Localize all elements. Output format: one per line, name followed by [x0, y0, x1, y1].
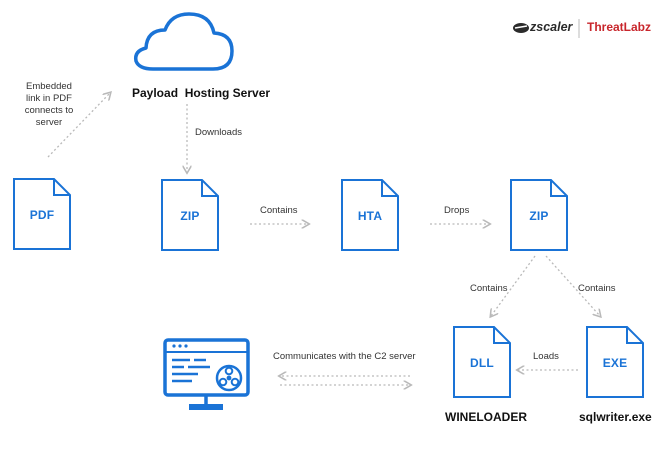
threatlabz-logo-text: ThreatLabz	[587, 20, 652, 34]
cloud-icon	[133, 12, 234, 71]
embedded-note-line-1: Embedded	[26, 81, 72, 92]
sqlwriter-name: sqlwriter.exe	[579, 410, 652, 424]
exe-label: EXE	[602, 356, 628, 370]
arrow-pdf-to-server	[47, 93, 110, 158]
zscaler-logo-icon	[513, 23, 529, 33]
embedded-link-note: Embedded link in PDF connects to server	[14, 81, 84, 129]
wineloader-name: WINELOADER	[445, 410, 527, 424]
embedded-note-line-4: server	[35, 117, 63, 128]
downloads-label: Downloads	[195, 127, 242, 138]
dll-label: DLL	[470, 356, 494, 370]
embedded-note-line-2: link in PDF	[26, 93, 72, 104]
zip-file-icon-2	[510, 179, 568, 251]
pdf-file-icon	[13, 178, 71, 250]
zscaler-logo-text: zscaler	[530, 20, 573, 34]
hta-label: HTA	[357, 209, 383, 223]
dll-file-icon	[453, 326, 511, 398]
contains-label-zip-hta: Contains	[260, 205, 298, 216]
zip-label-2: ZIP	[529, 209, 549, 223]
arrow-zip-to-dll	[491, 255, 536, 316]
loads-label: Loads	[533, 351, 559, 362]
embedded-note-line-3: connects to	[24, 105, 74, 116]
zip-file-icon-1	[161, 179, 219, 251]
zip-label-1: ZIP	[180, 209, 200, 223]
pdf-label: PDF	[29, 208, 55, 222]
hta-file-icon	[341, 179, 399, 251]
drops-label: Drops	[444, 205, 470, 216]
biohazard-monitor-icon	[163, 338, 250, 410]
contains-label-zip-dll: Contains	[470, 283, 508, 294]
payload-hosting-server-label: Payload Hosting Server	[132, 86, 271, 100]
c2-communication-label: Communicates with the C2 server	[273, 351, 416, 362]
exe-file-icon	[586, 326, 644, 398]
contains-label-zip-exe: Contains	[578, 283, 616, 294]
